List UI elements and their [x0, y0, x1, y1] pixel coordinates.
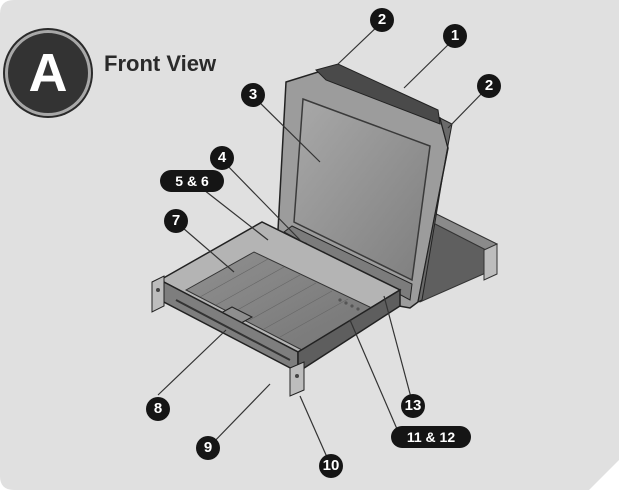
- rack-ear-front: [289, 361, 305, 397]
- callout-1: 1: [443, 24, 467, 48]
- callout-2-left: 2: [370, 8, 394, 32]
- callout-3: 3: [241, 83, 265, 107]
- callout-10: 10: [319, 454, 343, 478]
- callout-4: 4: [210, 146, 234, 170]
- keyboard-key-lines: [199, 258, 349, 338]
- rack-ear-left: [151, 275, 165, 313]
- callout-7: 7: [164, 209, 188, 233]
- ear-screw-left: [156, 288, 160, 292]
- lcd-screen: [293, 97, 431, 282]
- figure-title: Front View: [104, 51, 217, 76]
- rack-ear-right: [483, 243, 498, 281]
- ear-screw-front: [295, 374, 299, 378]
- lid-handle: [315, 63, 441, 125]
- section-badge: A: [5, 30, 91, 116]
- callout-2-right: 2: [477, 74, 501, 98]
- leader-lines: [157, 21, 489, 465]
- callout-13: 13: [401, 394, 425, 418]
- drawer-handle: [175, 299, 291, 361]
- callout-8: 8: [146, 397, 170, 421]
- callout-9: 9: [196, 436, 220, 460]
- section-badge-letter: A: [28, 43, 68, 103]
- drawer-leds: [338, 298, 360, 311]
- callout-5-and-6: 5 & 6: [160, 170, 224, 192]
- callout-11-and-12: 11 & 12: [391, 426, 471, 448]
